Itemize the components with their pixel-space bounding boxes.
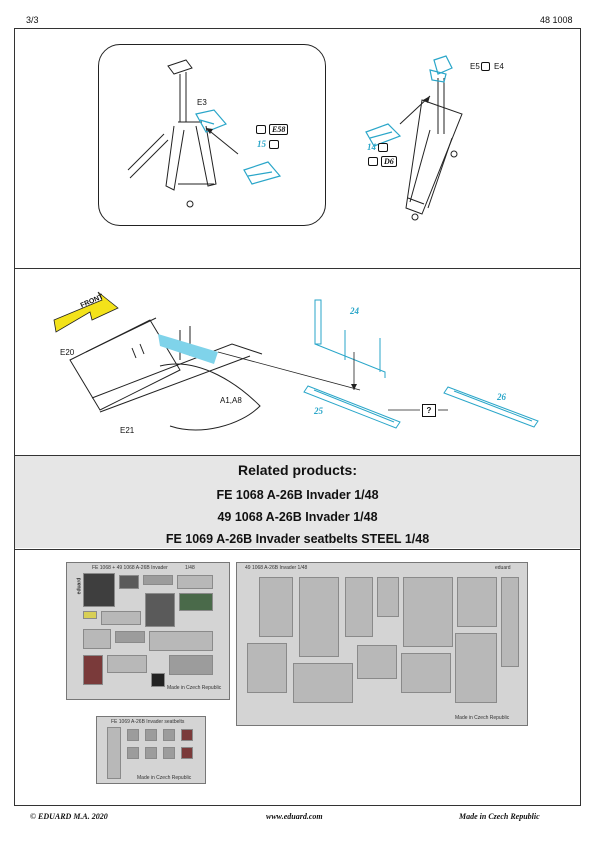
tag-d6: D6 <box>381 156 397 167</box>
divider-1 <box>14 268 581 269</box>
photo-etch-icon <box>256 125 266 134</box>
divider-3 <box>14 549 581 550</box>
related-products-band <box>15 456 580 548</box>
footer-url: www.eduard.com <box>266 812 323 821</box>
related-item-1: FE 1068 A-26B Invader 1/48 <box>216 488 379 502</box>
step1-detail-frame <box>98 44 326 226</box>
optional-question-icon: ? <box>422 404 436 417</box>
label-e5: E5 <box>470 62 480 71</box>
divider-2 <box>14 455 581 456</box>
sheet2-made: Made in Czech Republic <box>455 715 510 721</box>
label-e3: E3 <box>197 98 207 107</box>
part-number-26: 26 <box>497 392 506 402</box>
step3-drawing <box>53 291 448 431</box>
part-number-14: 14 <box>367 142 376 152</box>
part-icon <box>481 62 490 71</box>
sheet-title: FE 1068 + 49 1068 A-26B Invader <box>92 565 168 571</box>
page-number: 3/3 <box>26 15 39 25</box>
sheet2-title: 49 1068 A-26B Invader 1/48 <box>245 565 308 571</box>
photo-etch-icon-2 <box>368 157 378 166</box>
footer-copyright: © EDUARD M.A. 2020 <box>30 812 108 821</box>
step2-drawing <box>365 55 463 221</box>
sheet2-brand: eduard <box>495 565 511 571</box>
sheet-scale: 1/48 <box>185 565 195 571</box>
related-item-2: 49 1068 A-26B Invader 1/48 <box>217 510 378 524</box>
part-number-25: 25 <box>314 406 323 416</box>
label-e21: E21 <box>120 426 135 435</box>
bend-icon <box>269 140 279 149</box>
product-sheet-fe1069: FE 1069 A-26B Invader seatbelts Made in … <box>96 716 206 784</box>
label-e20: E20 <box>60 348 75 357</box>
page-frame <box>14 28 581 806</box>
footer-made-in: Made in Czech Republic <box>459 812 540 821</box>
tag-e58: E58 <box>269 124 289 135</box>
bend-icon-2 <box>378 143 388 152</box>
product-code: 48 1008 <box>540 15 573 25</box>
sheet3-made: Made in Czech Republic <box>137 775 192 781</box>
part-number-24: 24 <box>350 306 359 316</box>
related-heading: Related products: <box>237 462 357 478</box>
related-item-3: FE 1069 A-26B Invader seatbelts STEEL 1/… <box>165 532 430 546</box>
sheet-brand: eduard <box>76 577 83 595</box>
step1-drawing <box>127 59 282 208</box>
label-a1-a8: A1,A8 <box>220 396 242 405</box>
sheet3-title: FE 1069 A-26B Invader seatbelts <box>111 719 185 725</box>
part-number-15: 15 <box>257 139 266 149</box>
product-sheet-491068: 49 1068 A-26B Invader 1/48 eduard Made i… <box>236 562 528 726</box>
part-26-drawing <box>443 386 539 428</box>
sheet-made: Made in Czech Republic <box>167 685 222 691</box>
product-sheet-fe1068: FE 1068 + 49 1068 A-26B Invader 1/48 edu… <box>66 562 230 700</box>
label-e4: E4 <box>494 62 504 71</box>
